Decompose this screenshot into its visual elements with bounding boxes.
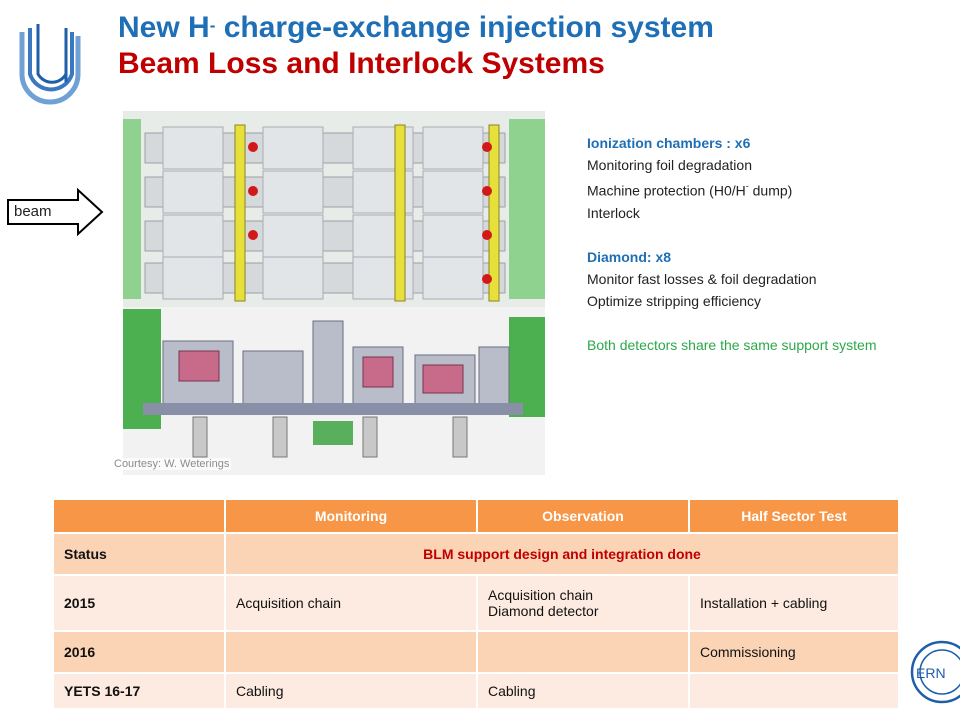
cell-half-sector-test [690, 674, 900, 710]
table-row: YETS 16-17 Cabling Cabling [54, 674, 900, 710]
table-row: 2016 Commissioning [54, 632, 900, 674]
title-line-1: New H- charge-exchange injection system [118, 11, 714, 44]
beam-arrow-icon [7, 188, 104, 236]
info-line: Monitor fast losses & foil degradation [587, 270, 817, 287]
row-label: Status [54, 534, 226, 576]
row-label: 2015 [54, 576, 226, 632]
table-header-row: Monitoring Observation Half Sector Test [54, 500, 900, 534]
title-line-2: Beam Loss and Interlock Systems [118, 47, 605, 80]
diamond-header: Diamond: x8 [587, 248, 672, 265]
table-header-observation: Observation [478, 500, 690, 534]
beam-label: beam [14, 203, 52, 220]
info-line: Machine protection (H0/H- dump) [587, 181, 793, 199]
cell-monitoring: Acquisition chain [226, 576, 478, 632]
info-line: Optimize stripping efficiency [587, 292, 762, 309]
shared-support-note: Both detectors share the same support sy… [587, 336, 877, 353]
table-row: Status BLM support design and integratio… [54, 534, 900, 576]
cell-half-sector-test: Installation + cabling [690, 576, 900, 632]
table-row: 2015 Acquisition chain Acquisition chain… [54, 576, 900, 632]
status-table: Monitoring Observation Half Sector Test … [54, 500, 900, 710]
ionization-chambers-header: Ionization chambers : x6 [587, 135, 751, 151]
slide-title: New H- charge-exchange injection system … [118, 10, 938, 82]
status-value: BLM support design and integration done [226, 534, 900, 576]
cell-observation: Cabling [478, 674, 690, 710]
info-line: Interlock [587, 204, 640, 221]
row-label: 2016 [54, 632, 226, 674]
table-header-half-sector-test: Half Sector Test [690, 500, 900, 534]
detector-info: Ionization chambers : x6 Monitoring foil… [587, 132, 947, 356]
table-header-monitoring: Monitoring [226, 500, 478, 534]
cell-half-sector-test: Commissioning [690, 632, 900, 674]
cell-monitoring [226, 632, 478, 674]
detector-cad-drawing [123, 111, 545, 475]
info-line: Monitoring foil degradation [587, 157, 752, 173]
cell-monitoring: Cabling [226, 674, 478, 710]
svg-text:ERN: ERN [916, 665, 946, 681]
cern-logo: ERN [910, 640, 960, 704]
image-credit: Courtesy: W. Weterings [112, 458, 232, 470]
cell-observation [478, 632, 690, 674]
university-logo [19, 24, 81, 105]
table-header-empty [54, 500, 226, 534]
row-label: YETS 16-17 [54, 674, 226, 710]
